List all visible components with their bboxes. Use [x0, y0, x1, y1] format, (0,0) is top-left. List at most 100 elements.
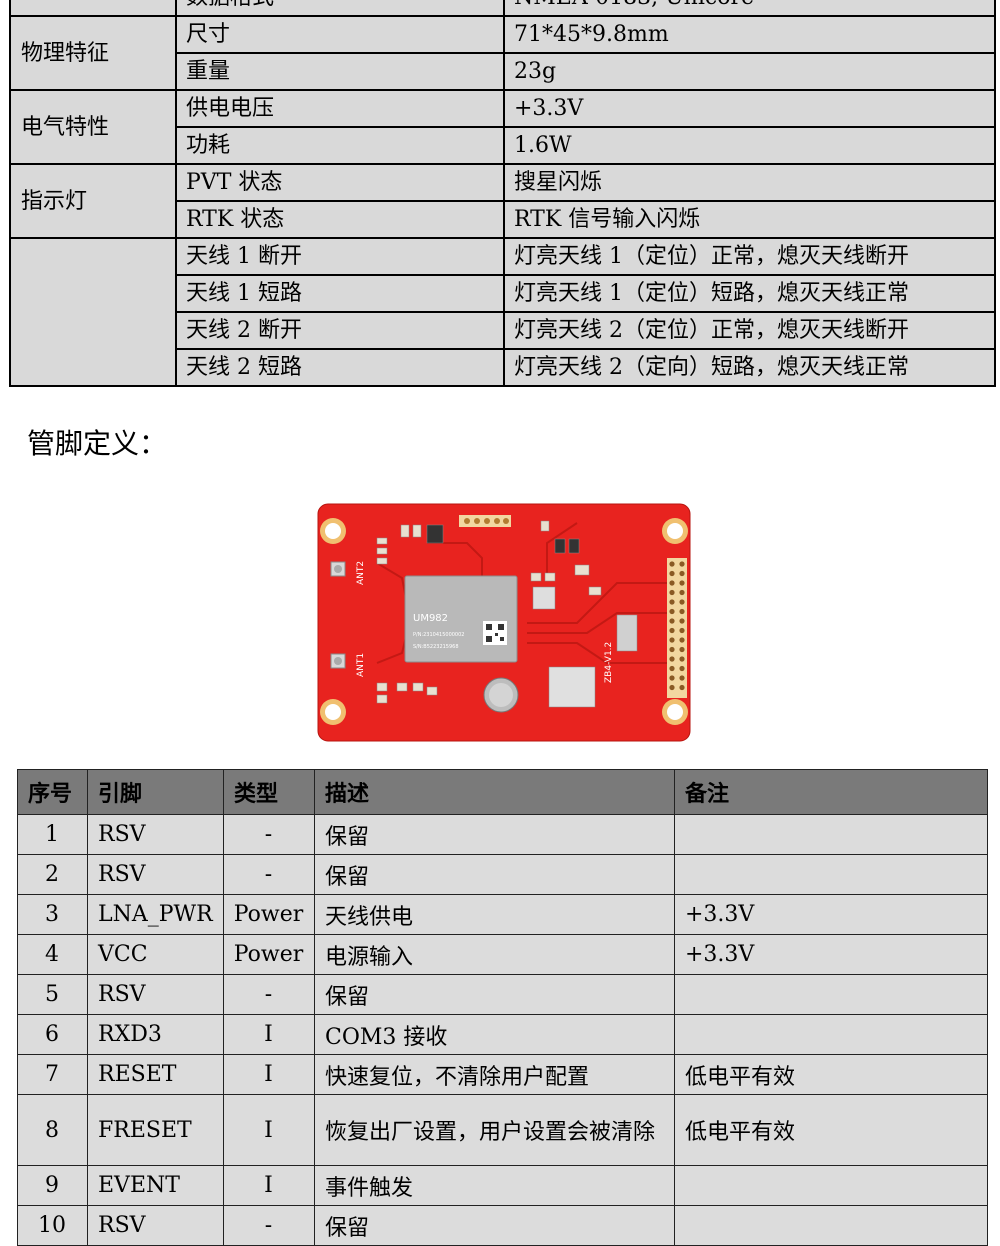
pin-type: I [223, 1094, 315, 1166]
header-note: 备注 [674, 769, 988, 815]
table-row: 9 EVENT I 事件触发 [17, 1165, 988, 1206]
spec-value: 搜星闪烁 [503, 163, 996, 202]
header-desc: 描述 [314, 769, 675, 815]
pin-name: FRESET [87, 1094, 224, 1166]
pin-no: 2 [17, 854, 88, 895]
spec-value: 23g [503, 52, 996, 91]
pin-type: Power [223, 934, 315, 975]
table-row: 1 RSV - 保留 [17, 814, 988, 855]
table-row: 3 LNA_PWR Power 天线供电 +3.3V [17, 894, 988, 935]
spec-category: 电气特性 [9, 89, 177, 165]
spec-value: 灯亮天线 2（定位）正常，熄灭天线断开 [503, 311, 996, 350]
spec-item: RTK 状态 [175, 200, 505, 239]
pin-type: I [223, 1165, 315, 1206]
spec-item: 天线 1 断开 [175, 237, 505, 276]
ant1-label: ANT1 [356, 653, 366, 677]
pin-no: 9 [17, 1165, 88, 1206]
spec-item: 数据格式 [175, 0, 505, 17]
pin-name: LNA_PWR [87, 894, 224, 935]
pin-name: RXD3 [87, 1014, 224, 1055]
header-no: 序号 [17, 769, 88, 815]
spec-row: 电气特性 供电电压 +3.3V [9, 89, 996, 165]
spec-row: RTK 状态 RTK 信号输入闪烁 [10, 200, 996, 239]
header-pin: 引脚 [87, 769, 224, 815]
pin-desc: 电源输入 [314, 934, 675, 975]
header-type: 类型 [223, 769, 315, 815]
pin-no: 6 [17, 1014, 88, 1055]
board-label: ZB4-V1.2 [604, 642, 614, 683]
spec-category [9, 237, 177, 387]
spec-item: 天线 2 断开 [175, 311, 505, 350]
spec-row: 天线 2 短路 灯亮天线 2（定向）短路，熄灭天线正常 [10, 348, 996, 387]
pin-desc: 保留 [314, 854, 675, 895]
pin-name: RSV [87, 974, 224, 1015]
pin-no: 4 [17, 934, 88, 975]
mounting-holes [320, 518, 688, 725]
pin-note: 低电平有效 [674, 1094, 988, 1166]
table-row: 2 RSV - 保留 [17, 854, 988, 895]
pin-note: +3.3V [674, 894, 988, 935]
table-row: 6 RXD3 I COM3 接收 [17, 1014, 988, 1055]
spec-value: 灯亮天线 2（定向）短路，熄灭天线正常 [503, 348, 996, 387]
pin-note [674, 1205, 988, 1246]
pin-desc: 保留 [314, 814, 675, 855]
table-row: 10 RSV - 保留 [17, 1205, 988, 1246]
table-row: 5 RSV - 保留 [17, 974, 988, 1015]
table-row: 4 VCC Power 电源输入 +3.3V [17, 934, 988, 975]
spec-item: 尺寸 [175, 15, 505, 54]
pin-table-header-row: 序号 引脚 类型 描述 备注 [17, 769, 988, 815]
pin-desc: 快速复位，不清除用户配置 [314, 1054, 675, 1095]
spec-category: 指示灯 [9, 163, 177, 239]
pin-name: VCC [87, 934, 224, 975]
pin-name: RESET [87, 1054, 224, 1095]
gnss-module: UM982 P/N:2310415000002 S/N:B5223215968 [404, 575, 518, 663]
pin-note: +3.3V [674, 934, 988, 975]
pin-name: EVENT [87, 1165, 224, 1206]
pin-note: 低电平有效 [674, 1054, 988, 1095]
pin-no: 7 [17, 1054, 88, 1095]
spec-value: 灯亮天线 1（定位）正常，熄灭天线断开 [503, 237, 996, 276]
pin-type: I [223, 1054, 315, 1095]
pin-no: 3 [17, 894, 88, 935]
section-title: 管脚定义： [27, 427, 168, 460]
spec-row: 数据格式 NMEA-0183, Unicore [9, 0, 996, 17]
pin-type: - [223, 814, 315, 855]
spec-value: 灯亮天线 1（定位）短路，熄灭天线正常 [503, 274, 996, 313]
pin-desc: 恢复出厂设置，用户设置会被清除 [314, 1094, 675, 1166]
spec-value: +3.3V [503, 89, 996, 128]
table-row: 7 RESET I 快速复位，不清除用户配置 低电平有效 [17, 1054, 988, 1095]
pin-no: 5 [17, 974, 88, 1015]
pin-table: 序号 引脚 类型 描述 备注 1 RSV - 保留 2 RSV - 保留 3 L… [17, 769, 988, 1246]
table-row: 8 FRESET I 恢复出厂设置，用户设置会被清除 低电平有效 [17, 1094, 988, 1166]
spec-item: PVT 状态 [175, 163, 505, 202]
pin-no: 10 [17, 1205, 88, 1246]
spec-row: 物理特征 尺寸 71*45*9.8mm [9, 15, 996, 91]
pin-type: I [223, 1014, 315, 1055]
pin-desc: 天线供电 [314, 894, 675, 935]
pin-desc: 保留 [314, 1205, 675, 1246]
spec-item: 供电电压 [175, 89, 505, 128]
pin-note [674, 854, 988, 895]
spec-row: 重量 23g [10, 52, 996, 91]
module-name: UM982 [413, 613, 448, 624]
spec-item: 重量 [175, 52, 505, 91]
spec-category [9, 0, 177, 17]
pin-type: - [223, 974, 315, 1015]
spec-row: 天线 1 短路 灯亮天线 1（定位）短路，熄灭天线正常 [10, 274, 996, 313]
module-sn: S/N:B5223215968 [413, 644, 459, 650]
spec-table: 数据格式 NMEA-0183, Unicore 物理特征 尺寸 71*45*9.… [9, 0, 996, 387]
pin-type: - [223, 1205, 315, 1246]
pin-desc: COM3 接收 [314, 1014, 675, 1055]
pin-desc: 事件触发 [314, 1165, 675, 1206]
pin-note [674, 1014, 988, 1055]
pin-type: - [223, 854, 315, 895]
pin-note [674, 974, 988, 1015]
pin-no: 1 [17, 814, 88, 855]
pin-no: 8 [17, 1094, 88, 1166]
spec-value: 71*45*9.8mm [503, 15, 996, 54]
spec-item: 天线 1 短路 [175, 274, 505, 313]
spec-item: 功耗 [175, 126, 505, 165]
pin-type: Power [223, 894, 315, 935]
pin-note [674, 1165, 988, 1206]
module-pn: P/N:2310415000002 [413, 632, 464, 638]
